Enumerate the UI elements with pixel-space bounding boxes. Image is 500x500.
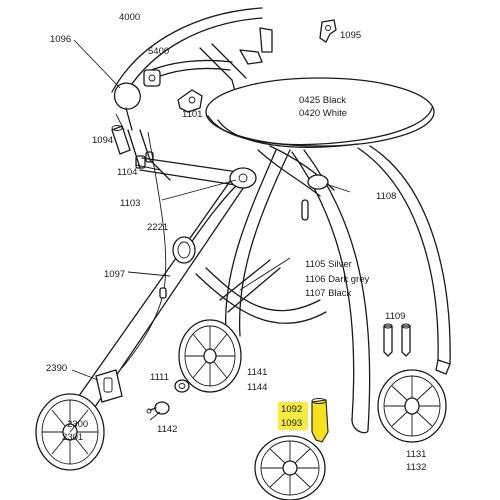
rear-wheel-right: [377, 369, 447, 443]
clip-part: [319, 19, 337, 43]
label-2301: 2301: [62, 432, 83, 443]
handle-grip: [113, 82, 141, 131]
label-1097: 1097: [104, 269, 125, 280]
brake-lever: [143, 59, 233, 87]
leader-lines: [69, 39, 351, 433]
label-1106-dark-grey: 1106 Dark grey: [305, 274, 369, 285]
label-1144: 1144: [247, 382, 267, 393]
end-caps: [383, 323, 411, 357]
label-1094: 1094: [92, 135, 113, 146]
label-1093: 1093: [281, 418, 302, 429]
part-number-highlight: [278, 402, 308, 430]
label-1101: 1101: [182, 109, 202, 120]
label-1103: 1103: [120, 198, 140, 209]
label-1108: 1108: [376, 191, 396, 202]
label-1109: 1109: [385, 311, 405, 322]
label-1131: 1131: [406, 449, 426, 460]
hinge-part: [229, 167, 257, 189]
label-1142: 1142: [157, 424, 177, 435]
highlighted-tube-part: [311, 398, 329, 443]
label-1105-silver: 1105 Silver: [305, 259, 352, 270]
brake-cable: [121, 131, 167, 369]
sleeve-part: [111, 125, 131, 155]
label-1141: 1141: [247, 367, 267, 378]
brake-housing: [95, 369, 123, 403]
label-1132: 1132: [406, 462, 426, 473]
label-1095: 1095: [340, 30, 361, 41]
axle-washer: [174, 379, 190, 393]
frame-clamp: [301, 174, 329, 221]
rear-wheel-lower: [254, 435, 326, 500]
label-4000: 4000: [119, 12, 140, 23]
label-2221: 2221: [147, 222, 168, 233]
label-1107-black: 1107 Black: [305, 288, 352, 299]
label-1092: 1092: [281, 404, 302, 415]
reflector-disc: [172, 236, 196, 264]
label-1111: 1111: [150, 372, 169, 383]
seat-tray: [205, 77, 435, 148]
bracket-part: [177, 89, 203, 113]
label-1096: 1096: [50, 34, 71, 45]
label-1104: 1104: [117, 167, 137, 178]
center-wheel: [178, 319, 242, 393]
handle-frame: [111, 7, 273, 97]
axle-bolt: [146, 401, 170, 415]
label-0420-white: 0420 White: [299, 108, 347, 119]
label-5400: 5400: [148, 46, 169, 57]
label-2390: 2390: [46, 363, 67, 374]
label-0425-black: 0425 Black: [299, 95, 346, 106]
label-2300: 2300: [67, 419, 88, 430]
